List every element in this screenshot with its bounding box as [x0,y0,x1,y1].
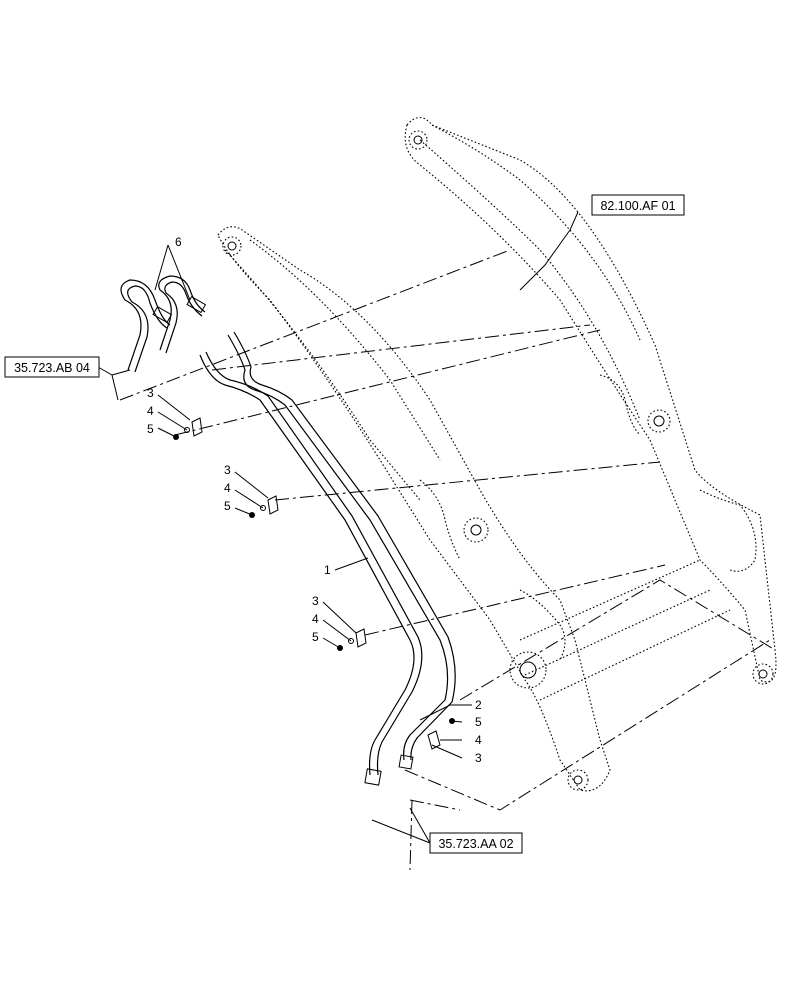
callout-top-3: 3 [147,386,154,400]
callout-low-3: 3 [312,594,319,608]
callout-2: 2 [475,698,482,712]
callout-mid-4: 4 [224,481,231,495]
callout-mid-5: 5 [224,499,231,513]
leader-lines [97,211,579,844]
ref-box-boom[interactable]: 82.100.AF 01 [591,194,685,216]
alignment-lines [119,249,776,871]
callout-mid-3: 3 [224,463,231,477]
callout-low-4: 4 [312,612,319,626]
ref-boom-text: 82.100.AF 01 [600,199,675,213]
callout-right-4: 4 [475,733,482,747]
ref-box-aa[interactable]: 35.723.AA 02 [429,832,523,854]
ref-ab-text: 35.723.AB 04 [14,361,90,375]
loader-boom-outline [217,116,777,792]
callouts: 6 1 2 3 4 5 3 4 5 3 4 5 5 4 3 [147,235,482,765]
hydraulic-tube-1[interactable] [199,351,423,786]
callout-right-3: 3 [475,751,482,765]
callout-top-4: 4 [147,404,154,418]
callout-right-5: 5 [475,715,482,729]
callout-6: 6 [175,235,182,249]
callout-1: 1 [324,563,331,577]
hydraulic-tube-2[interactable] [227,331,456,770]
ref-box-ab[interactable]: 35.723.AB 04 [4,356,100,378]
ref-aa-text: 35.723.AA 02 [438,837,513,851]
clip-fittings [173,417,455,750]
hose-pair-6[interactable] [120,275,207,373]
callout-low-5: 5 [312,630,319,644]
callout-top-5: 5 [147,422,154,436]
